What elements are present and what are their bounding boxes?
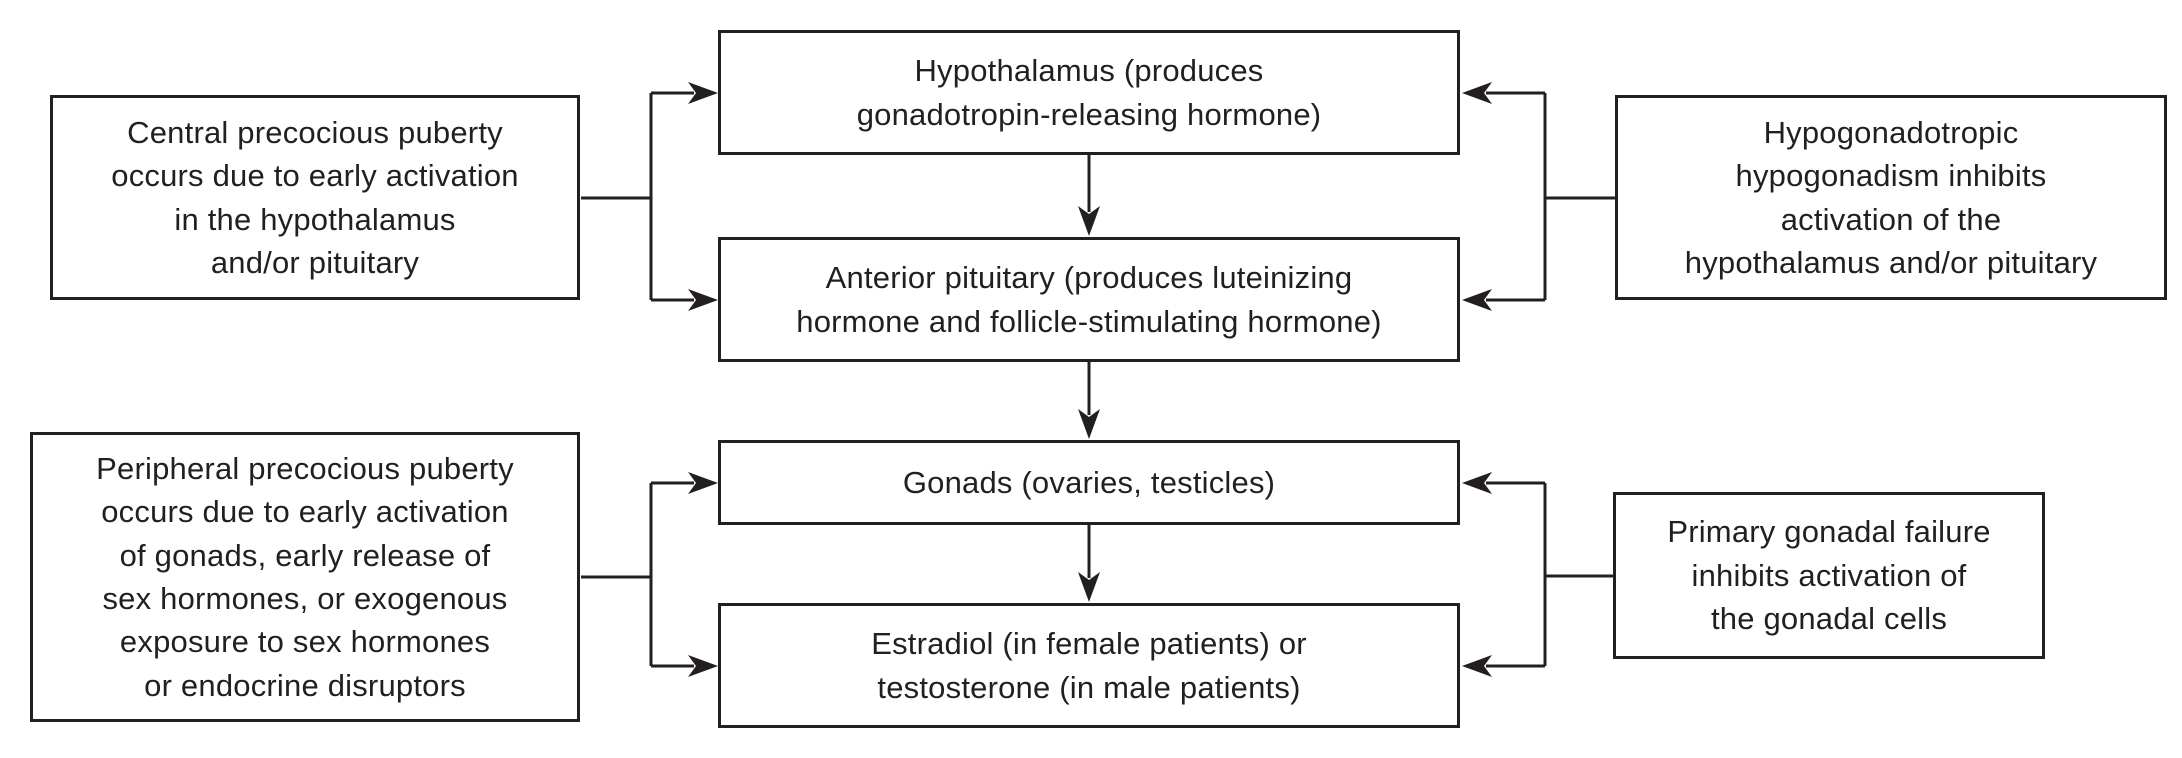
arrowhead-into-hypothalamus-right [1462, 82, 1492, 104]
edge-gonads-to-estradiol [1078, 525, 1100, 602]
edge-hypothalamus-to-anterior-pituitary [1078, 155, 1100, 236]
arrowhead-into-gonads-right [1462, 472, 1492, 494]
node-central-precocious-puberty-label: Central precocious puberty occurs due to… [111, 114, 519, 280]
node-hypothalamus-label: Hypothalamus (produces gonadotropin-rele… [856, 53, 1322, 132]
node-gonads: Gonads (ovaries, testicles) [718, 440, 1460, 525]
node-hypogonadotropic-hypogonadism-label: Hypogonadotropic hypogonadism inhibits a… [1684, 114, 2098, 280]
arrowhead-into-hypothalamus-left [688, 82, 718, 104]
node-primary-gonadal-failure-label: Primary gonadal failure inhibits activat… [1667, 514, 1991, 637]
node-estradiol-testosterone-label: Estradiol (in female patients) or testos… [871, 626, 1307, 705]
node-hypogonadotropic-hypogonadism: Hypogonadotropic hypogonadism inhibits a… [1615, 95, 2167, 300]
node-central-precocious-puberty: Central precocious puberty occurs due to… [50, 95, 580, 300]
node-gonads-label: Gonads (ovaries, testicles) [902, 464, 1276, 500]
arrowhead-into-anterior-pituitary-right [1462, 289, 1492, 311]
edge-peripheral-to-gonads-and-hormones [581, 472, 718, 677]
arrowhead-down-to-gonads [1078, 409, 1100, 439]
node-peripheral-precocious-puberty: Peripheral precocious puberty occurs due… [30, 432, 580, 722]
arrowhead-down-to-estradiol [1078, 572, 1100, 602]
arrowhead-down-to-anterior-pituitary [1078, 206, 1100, 236]
node-anterior-pituitary: Anterior pituitary (produces luteinizing… [718, 237, 1460, 362]
arrowhead-into-gonads-left [688, 472, 718, 494]
arrowhead-into-estradiol-left [688, 655, 718, 677]
edge-hypogonadotropic-to-hypothalamus-and-pituitary [1462, 82, 1615, 311]
arrowhead-into-anterior-pituitary-left [688, 289, 718, 311]
node-estradiol-testosterone: Estradiol (in female patients) or testos… [718, 603, 1460, 728]
arrowhead-into-estradiol-right [1462, 655, 1492, 677]
edge-anterior-pituitary-to-gonads [1078, 362, 1100, 439]
node-hypothalamus: Hypothalamus (produces gonadotropin-rele… [718, 30, 1460, 155]
node-primary-gonadal-failure: Primary gonadal failure inhibits activat… [1613, 492, 2045, 659]
node-anterior-pituitary-label: Anterior pituitary (produces luteinizing… [796, 260, 1382, 339]
node-peripheral-precocious-puberty-label: Peripheral precocious puberty occurs due… [96, 450, 514, 703]
edge-primary-gonadal-failure-to-gonads-and-hormones [1462, 472, 1613, 677]
edge-central-to-hypothalamus-and-pituitary [581, 82, 718, 311]
